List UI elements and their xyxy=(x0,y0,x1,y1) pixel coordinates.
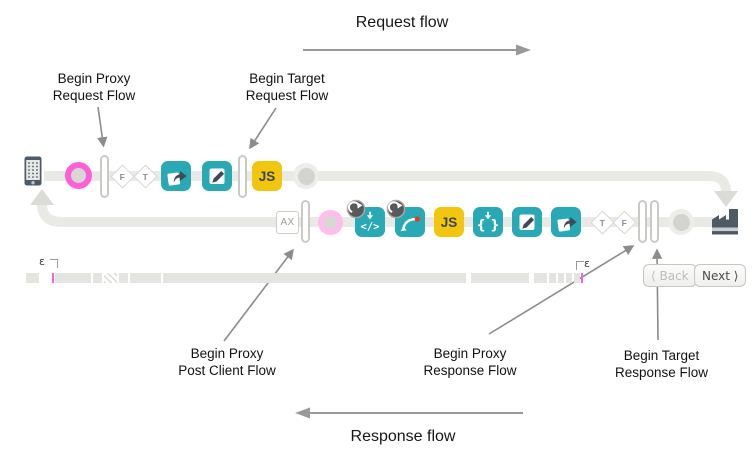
analytics-step-marker[interactable]: AX xyxy=(276,211,299,234)
label-line: Response Flow xyxy=(614,365,709,381)
begin-proxy-request-marker[interactable] xyxy=(100,155,109,198)
label-line: Request Flow xyxy=(52,88,136,104)
label-line: Response Flow xyxy=(423,363,517,379)
response-track-arrowhead xyxy=(30,189,54,205)
callout-glyph xyxy=(167,171,187,186)
timeline-segment[interactable] xyxy=(130,273,161,283)
javascript-policy-icon[interactable]: JS xyxy=(434,207,464,237)
annotation-proxy-request-label: Begin Proxy Request Flow xyxy=(38,70,150,105)
route-glyph xyxy=(400,216,420,232)
request-flow-track xyxy=(44,171,731,193)
braces-glyph: { } xyxy=(476,211,500,233)
begin-proxy-response-marker[interactable] xyxy=(638,200,647,243)
annotation-post-client-label: Begin Proxy Post Client Flow xyxy=(167,345,287,380)
svg-text:{ }: { } xyxy=(476,218,499,233)
timeline-segment[interactable] xyxy=(534,273,547,283)
timeline-tick xyxy=(581,273,583,283)
client-device-icon[interactable] xyxy=(24,156,42,186)
callout-policy-icon[interactable] xyxy=(161,161,191,191)
annotation-proxy-response-label: Begin Proxy Response Flow xyxy=(414,345,526,380)
timeline-segment[interactable] xyxy=(104,273,117,283)
label-line: Begin Target xyxy=(249,71,325,86)
label-line: Request Flow xyxy=(245,88,329,104)
timeline-segment[interactable] xyxy=(574,273,580,283)
label-line: Post Client Flow xyxy=(178,363,276,379)
timeline-bar[interactable] xyxy=(0,273,755,283)
timeline-segment[interactable] xyxy=(471,273,529,283)
request-start-circle[interactable] xyxy=(65,162,92,189)
timeline-tick xyxy=(52,273,54,283)
pencil-glyph xyxy=(519,214,535,230)
label-line: Begin Proxy xyxy=(433,346,507,361)
begin-post-client-marker[interactable] xyxy=(301,200,310,243)
timeline-segment[interactable] xyxy=(566,273,572,283)
response-flow-end-dot[interactable] xyxy=(668,209,694,235)
assign-message-policy-icon[interactable] xyxy=(202,161,232,191)
back-button[interactable]: ⟨ Back xyxy=(643,264,697,287)
route-policy-icon[interactable] xyxy=(395,207,425,237)
phone-screen-dots xyxy=(28,162,38,178)
request-flow-arrowhead xyxy=(516,44,531,56)
timeline-segment[interactable] xyxy=(93,273,102,283)
diamond-letter: F xyxy=(119,171,126,182)
callout-policy-icon[interactable] xyxy=(551,207,581,237)
request-flow-title: Request flow xyxy=(355,14,449,31)
next-button[interactable]: Next ⟩ xyxy=(694,264,747,287)
response-flow-track xyxy=(37,203,713,227)
javascript-policy-icon[interactable]: JS xyxy=(252,161,282,191)
diamond-letter: T xyxy=(599,217,606,228)
response-flow-arrowhead xyxy=(295,407,310,419)
begin-target-request-marker[interactable] xyxy=(238,155,247,198)
response-start-circle[interactable] xyxy=(318,210,343,235)
repeat-badge-icon xyxy=(346,199,366,219)
request-flow-end-dot[interactable] xyxy=(293,163,319,189)
extract-json-policy-icon[interactable]: { } xyxy=(473,207,503,237)
epsilon-marker-left: ε xyxy=(39,255,45,268)
code-glyph: </> xyxy=(361,211,380,233)
timeline-segment[interactable] xyxy=(119,273,128,283)
timeline-segment[interactable] xyxy=(55,273,91,283)
epsilon-marker-right: ε xyxy=(584,257,590,270)
request-track-arrowhead xyxy=(714,191,738,207)
target-server-icon[interactable] xyxy=(711,206,739,236)
timeline-segment[interactable] xyxy=(163,273,466,283)
repeat-badge-icon xyxy=(386,199,406,219)
annotation-target-request-label: Begin Target Request Flow xyxy=(228,70,346,105)
response-flow-title: Response flow xyxy=(350,428,456,445)
annotation-target-response-label: Begin Target Response Flow xyxy=(604,347,719,382)
svg-text:</>: </> xyxy=(361,221,380,233)
timeline-segment[interactable] xyxy=(549,273,556,283)
annotation-arrow-target-request xyxy=(249,107,277,150)
diamond-letter: F xyxy=(621,217,628,228)
label-line: Begin Target xyxy=(623,348,700,363)
annotation-arrow-post-client xyxy=(223,248,294,342)
begin-target-response-marker[interactable] xyxy=(650,200,659,243)
callout-glyph xyxy=(557,217,577,232)
pencil-glyph xyxy=(209,168,225,184)
label-line: Begin Proxy xyxy=(57,71,131,86)
label-line: Begin Proxy xyxy=(190,346,264,361)
timeline-segment[interactable] xyxy=(26,273,39,283)
assign-message-policy-icon[interactable] xyxy=(512,207,542,237)
epsilon-bracket-left xyxy=(50,259,58,268)
annotation-arrow-proxy-response xyxy=(488,245,635,335)
timeline-segment[interactable] xyxy=(558,273,564,283)
epsilon-bracket-right xyxy=(576,261,584,270)
diamond-letter: T xyxy=(142,171,149,182)
annotation-arrow-proxy-request xyxy=(97,106,108,148)
